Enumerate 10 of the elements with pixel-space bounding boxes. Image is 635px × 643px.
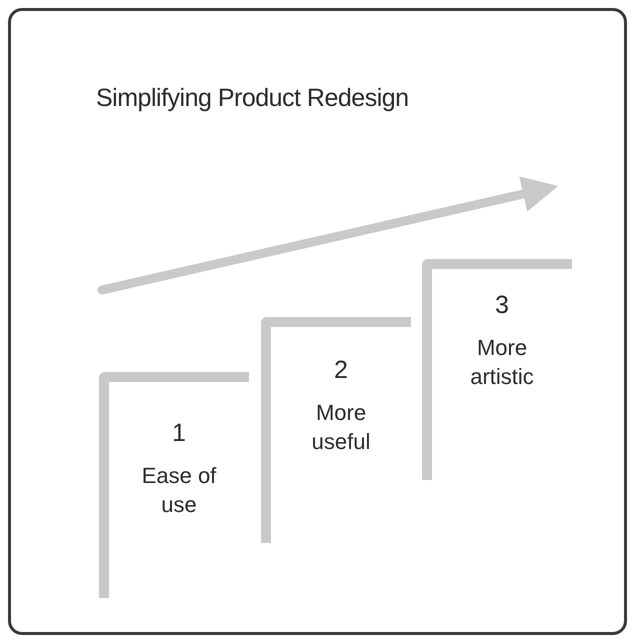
step-line bbox=[99, 372, 249, 598]
step-number: 2 bbox=[334, 355, 348, 385]
step-number: 3 bbox=[495, 290, 509, 320]
step-label: More artistic bbox=[469, 334, 535, 391]
title: Simplifying Product Redesign bbox=[96, 84, 409, 113]
step-number: 1 bbox=[172, 418, 186, 448]
step-line bbox=[422, 259, 572, 480]
step-label: More useful bbox=[310, 399, 372, 456]
step-label: Ease of use bbox=[140, 462, 218, 519]
step-line bbox=[261, 317, 411, 543]
